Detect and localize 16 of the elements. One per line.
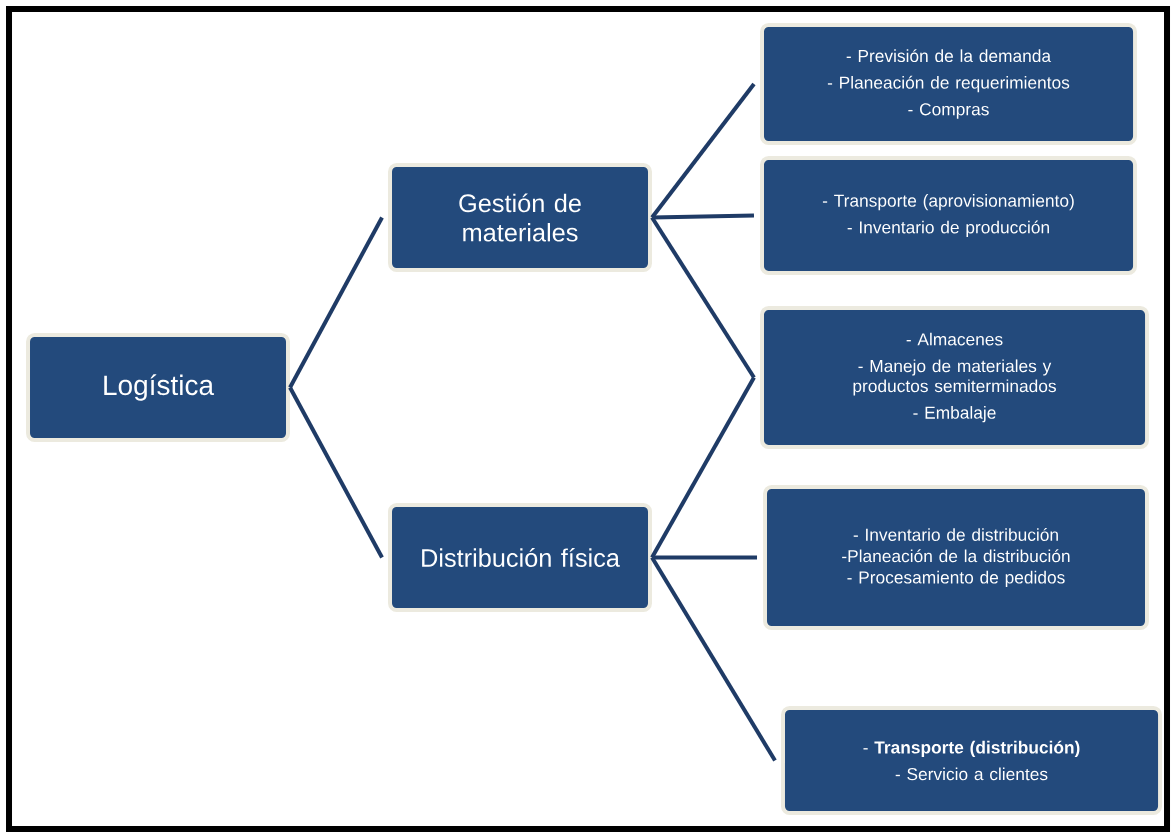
connector-line	[652, 555, 757, 560]
process-box: - Previsión de la demanda - Planeación de requerimientos - Compras	[760, 23, 1138, 145]
process-box: - Transporte (distribución) - Servicio a clientes	[781, 705, 1163, 816]
connector-line	[650, 556, 777, 762]
connector-line	[650, 376, 756, 559]
process-box: - Almacenes - Manejo de materiales y productos semiterminados - Embalaje	[760, 306, 1150, 449]
process-box: Logística	[26, 332, 290, 443]
connector-line	[288, 216, 384, 389]
connector-line	[651, 213, 754, 220]
connector-line	[650, 82, 756, 219]
process-box: - Transporte (aprovisionamiento) - Inventario de producción	[760, 156, 1138, 275]
process-box: - Inventario de distribución -Planeación de la distribución - Procesamiento de pedidos	[763, 484, 1149, 631]
connector-line	[650, 216, 756, 379]
process-box: Gestión de materiales	[388, 162, 652, 273]
process-box: Distribución física	[388, 502, 652, 613]
connector-line	[288, 386, 384, 559]
